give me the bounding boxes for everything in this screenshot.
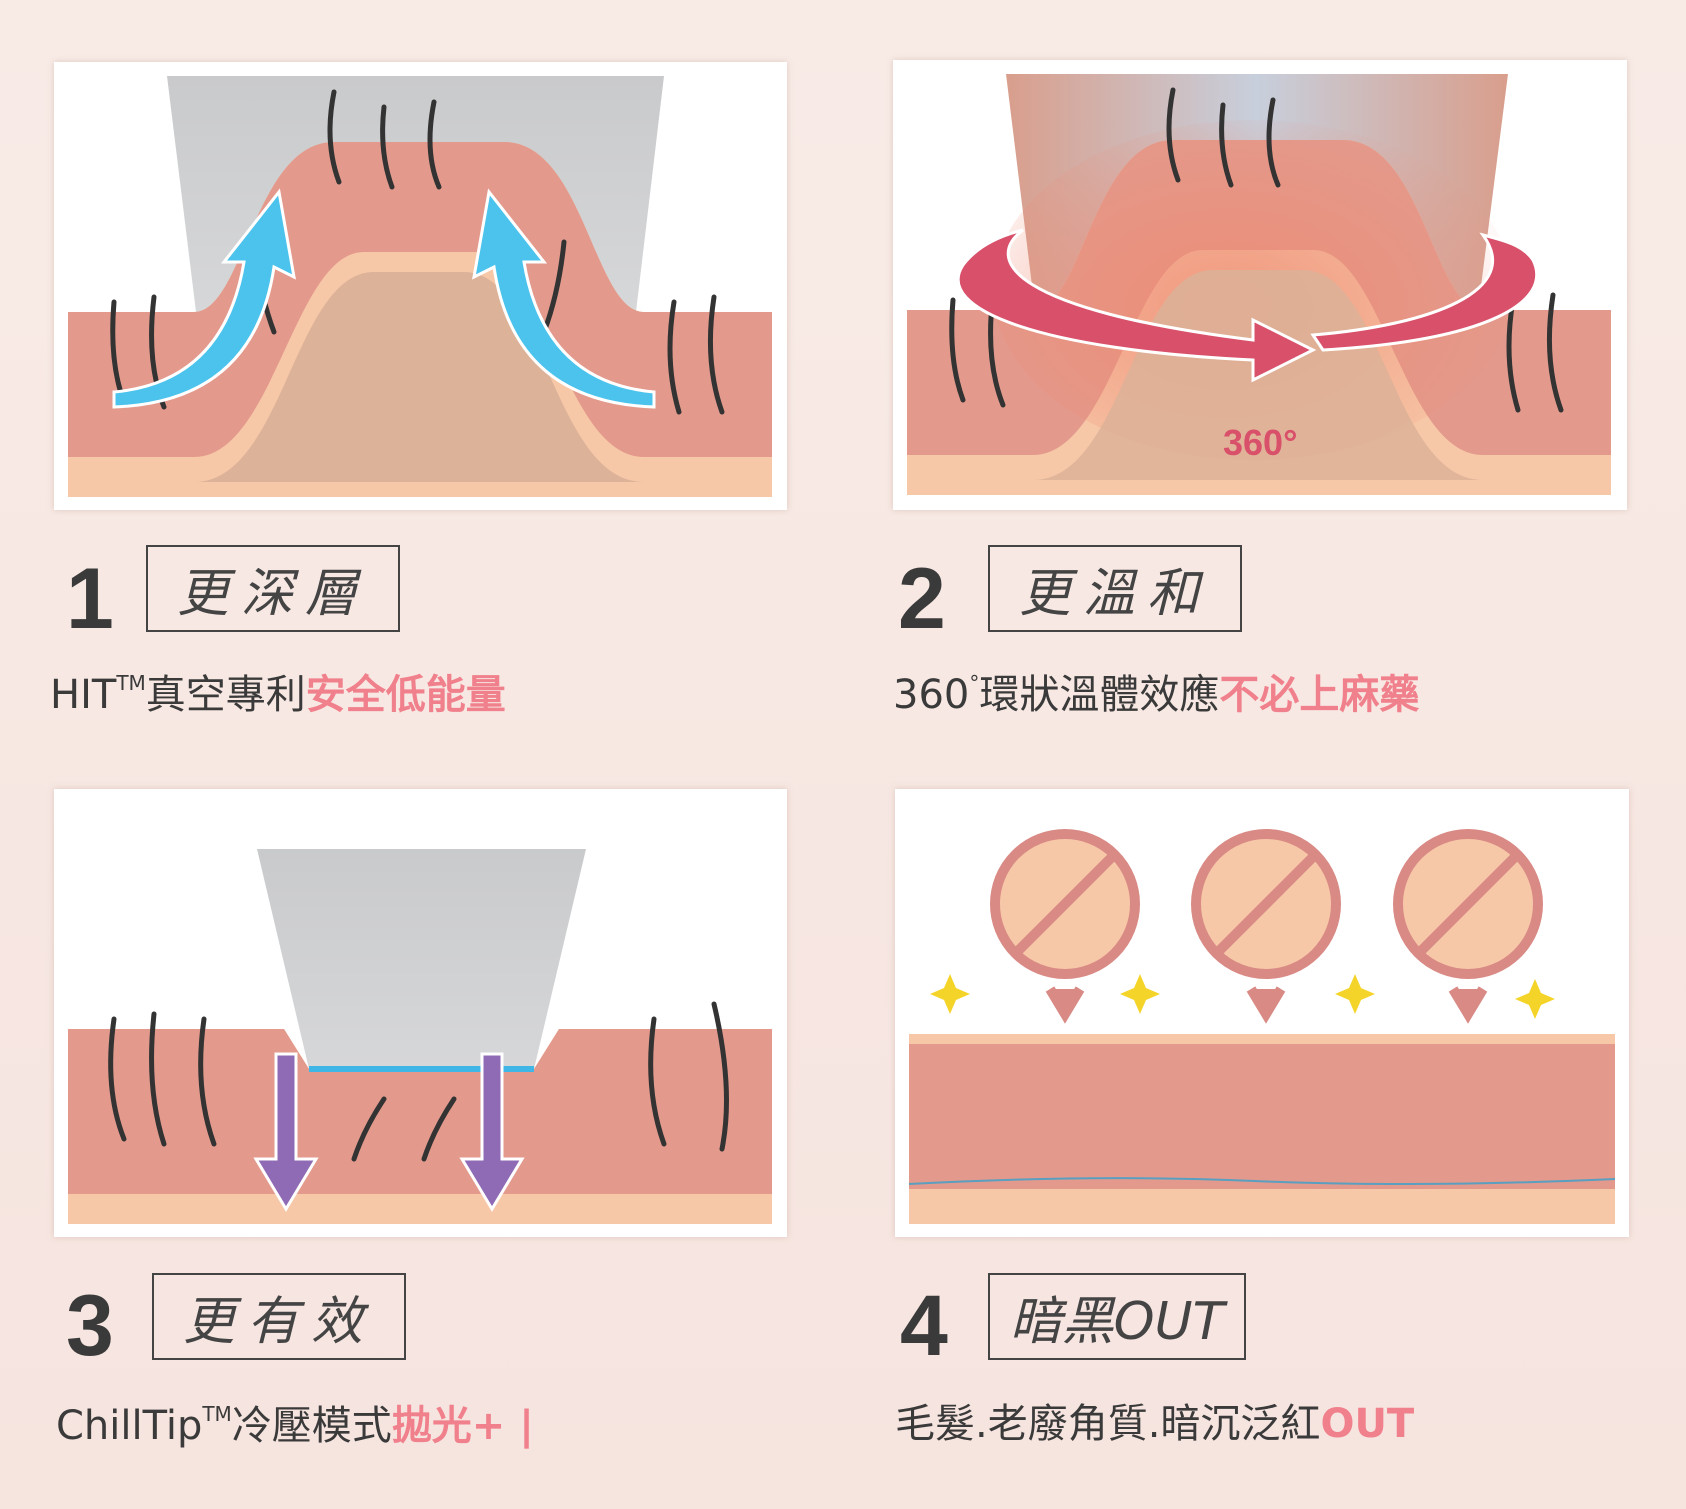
hair-follicles <box>108 1001 729 1162</box>
rotation-label: 360° <box>1223 422 1297 463</box>
blue-arrow-left <box>112 188 296 409</box>
skin-dermis <box>68 1029 772 1194</box>
applicator-head <box>257 849 586 1069</box>
feature-title: 暗黑OUT <box>988 1273 1246 1360</box>
feature-subtitle: ChillTipTM冷壓模式拋光+ | <box>56 1402 534 1449</box>
skin-dermis <box>909 1044 1615 1189</box>
cooling-plate <box>309 1066 534 1072</box>
tissue-bump <box>194 272 644 482</box>
subtitle-highlight: 安全低能量 <box>305 672 506 718</box>
no-hair-icon <box>990 829 1140 1024</box>
illustration-deeper-vacuum <box>54 62 787 510</box>
no-redness-icon <box>1191 829 1341 1024</box>
feature-number: 1 <box>66 551 114 647</box>
subtitle-highlight: OUT <box>1320 1401 1415 1447</box>
illustration-dark-out <box>895 789 1629 1237</box>
feature-title: 更有效 <box>152 1273 406 1360</box>
feature-number: 4 <box>900 1278 948 1374</box>
blood-vessel <box>908 1177 1616 1186</box>
subtitle-highlight: 不必上麻藥 <box>1219 672 1420 718</box>
sparkle-icons <box>930 974 1555 1019</box>
subtitle-highlight: 拋光+ | <box>391 1403 534 1449</box>
feature-number: 3 <box>66 1278 114 1374</box>
feature-title: 更深層 <box>146 545 400 632</box>
illustration-gentler-360: 360° <box>893 60 1627 510</box>
purple-arrow-left <box>253 1052 319 1212</box>
feature-subtitle: HITTM真空專利安全低能量 <box>50 671 506 718</box>
feature-subtitle: 360°環狀溫體效應不必上麻藥 <box>893 671 1420 718</box>
blue-arrow-right <box>472 188 656 409</box>
no-spots-icon <box>1393 829 1543 1024</box>
feature-number: 2 <box>898 551 946 647</box>
illustration-more-effective-chilltip <box>54 789 787 1237</box>
feature-subtitle: 毛髮.老廢角質.暗沉泛紅OUT <box>895 1401 1415 1447</box>
rotation-arrow-icon <box>956 228 1539 383</box>
purple-arrow-right <box>459 1052 525 1212</box>
feature-title: 更溫和 <box>988 545 1242 632</box>
